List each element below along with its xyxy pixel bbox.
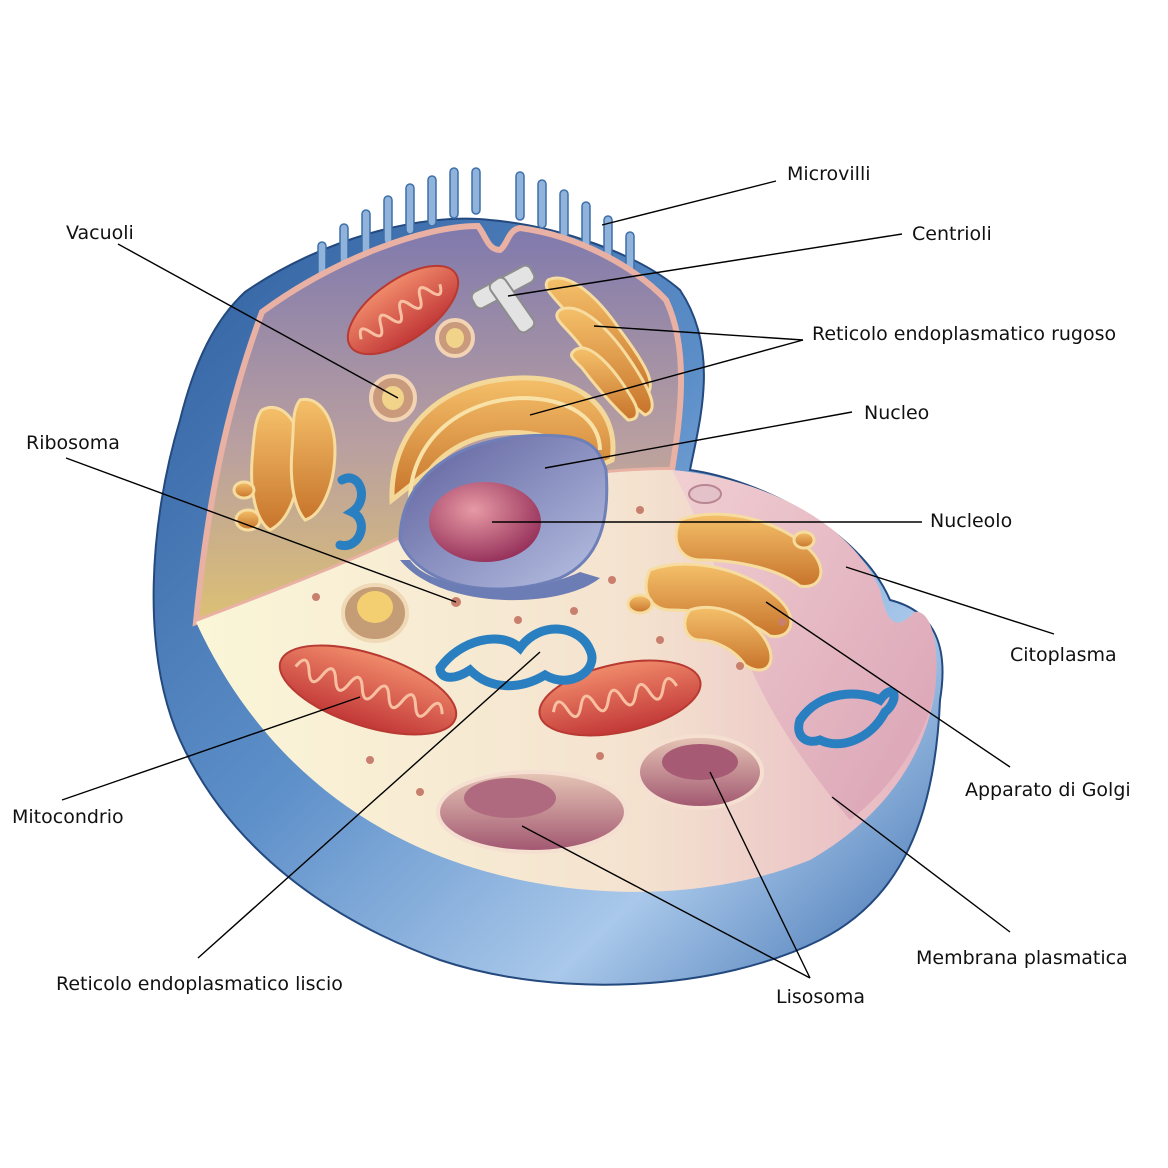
label-citoplasma: Citoplasma bbox=[1010, 644, 1117, 666]
golgi-right bbox=[626, 512, 823, 672]
nucleolus-shape bbox=[429, 482, 541, 562]
label-nucleo: Nucleo bbox=[864, 402, 930, 424]
label-reticolo-endoplasmatico-rugoso: Reticolo endoplasmatico rugoso bbox=[812, 323, 1117, 345]
label-mitocondrio: Mitocondrio bbox=[12, 806, 124, 828]
label-apparato-di-golgi: Apparato di Golgi bbox=[965, 779, 1131, 801]
leader-lines bbox=[61, 180, 1055, 979]
ribosomes-group bbox=[312, 506, 786, 796]
label-reticolo-endoplasmatico-liscio: Reticolo endoplasmatico liscio bbox=[56, 973, 343, 995]
label-vacuoli: Vacuoli bbox=[66, 222, 134, 244]
label-ribosoma: Ribosoma bbox=[26, 432, 120, 454]
centrioles-shape bbox=[470, 264, 536, 334]
nucleus-shape bbox=[398, 433, 609, 601]
label-nucleolo: Nucleolo bbox=[930, 510, 1013, 532]
label-lisosoma: Lisosoma bbox=[776, 986, 866, 1008]
rough-er-around-nucleus bbox=[389, 375, 616, 506]
label-microvilli: Microvilli bbox=[787, 163, 871, 185]
label-membrana-plasmatica: Membrana plasmatica bbox=[916, 947, 1128, 969]
label-centrioli: Centrioli bbox=[912, 223, 992, 245]
lysosomes-group bbox=[436, 734, 764, 854]
golgi-left bbox=[232, 397, 337, 532]
vacuoles-group bbox=[341, 318, 722, 643]
smooth-er-group bbox=[335, 473, 899, 749]
